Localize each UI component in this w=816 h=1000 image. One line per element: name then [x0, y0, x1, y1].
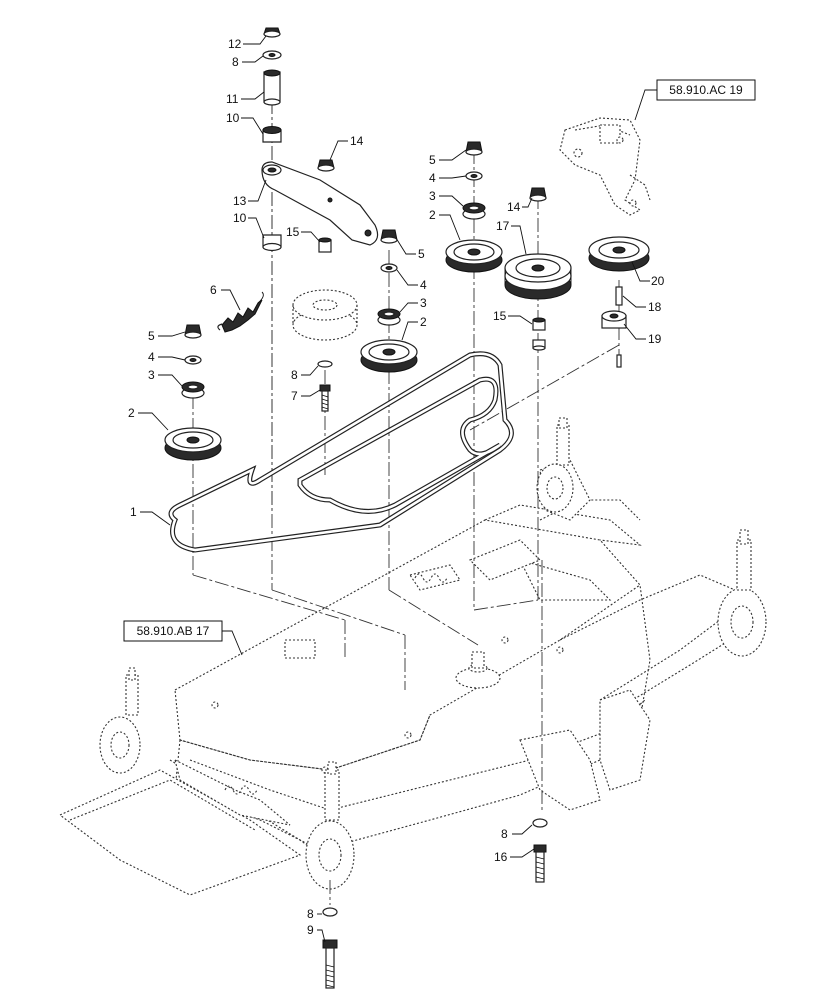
- callout-19: 19: [648, 332, 662, 346]
- svg-text:58.910.AC 19: 58.910.AC 19: [669, 83, 743, 97]
- callout-4: 4: [148, 350, 155, 364]
- callout-12: 12: [228, 37, 242, 51]
- callout-18: 18: [648, 300, 662, 314]
- pulley-2-center: [360, 339, 418, 373]
- reference-box-ac19[interactable]: 58.910.AC 19: [634, 79, 756, 121]
- callout-14: 14: [507, 200, 521, 214]
- callout-labels: 12 8 11 10 14 13 10 15 5 6 5 4 3 2 4 3 2: [128, 35, 665, 943]
- callout-5: 5: [418, 247, 425, 261]
- callout-4: 4: [420, 278, 427, 292]
- callout-17: 17: [496, 219, 510, 233]
- nut-5-center: [380, 229, 398, 244]
- caster-wheel-right: [717, 529, 767, 657]
- callout-3: 3: [429, 189, 436, 203]
- bearing-3-center: [377, 308, 401, 326]
- callout-6: 6: [210, 283, 217, 297]
- callout-5: 5: [429, 153, 436, 167]
- callout-4: 4: [429, 171, 436, 185]
- key-18: [615, 286, 623, 306]
- nut-14-upper: [317, 159, 335, 172]
- callout-20: 20: [651, 274, 665, 288]
- bolt-16: [533, 844, 547, 883]
- spacer-15-left: [318, 237, 332, 253]
- washer-8-top: [262, 50, 282, 60]
- pulley-2-right: [445, 239, 503, 273]
- pulley-20: [588, 236, 650, 272]
- callout-10: 10: [226, 111, 240, 125]
- callout-7: 7: [291, 389, 298, 403]
- bushing-10-top: [262, 126, 282, 143]
- bearing-3-left: [181, 381, 205, 399]
- pulley-17: [504, 253, 572, 300]
- washer-4-center: [380, 263, 398, 273]
- callout-15: 15: [493, 309, 507, 323]
- callout-8: 8: [307, 907, 314, 921]
- washer-4-left: [184, 355, 202, 365]
- callout-9: 9: [307, 923, 314, 937]
- bearing-3-right: [462, 202, 486, 220]
- bolt-9: [322, 939, 338, 989]
- reference-box-ab17[interactable]: 58.910.AB 17: [123, 620, 243, 656]
- callout-10: 10: [233, 211, 247, 225]
- caster-wheel-front: [305, 761, 355, 890]
- callout-2: 2: [420, 315, 427, 329]
- gearbox-assembly: [559, 117, 651, 216]
- callout-8: 8: [232, 55, 239, 69]
- callout-5: 5: [148, 329, 155, 343]
- callout-13: 13: [233, 194, 247, 208]
- callout-8: 8: [501, 827, 508, 841]
- assembly-center-lines: [192, 100, 620, 905]
- pulley-2-left: [164, 427, 222, 461]
- callout-2: 2: [128, 406, 135, 420]
- svg-text:58.910.AB 17: 58.910.AB 17: [137, 624, 210, 638]
- callout-1: 1: [130, 505, 137, 519]
- callout-15: 15: [286, 225, 300, 239]
- callout-14: 14: [350, 134, 364, 148]
- washer-8-lower-right: [532, 818, 548, 828]
- washer-8-lower-left: [322, 907, 338, 917]
- callout-2: 2: [429, 208, 436, 222]
- nut-5-right: [465, 141, 483, 156]
- callout-3: 3: [420, 296, 427, 310]
- mower-deck: [58, 459, 736, 896]
- callout-8: 8: [291, 368, 298, 382]
- spacer-11: [263, 69, 281, 106]
- spacer-15-right: [532, 317, 546, 351]
- caster-wheel-left: [99, 667, 141, 774]
- nut-14-right: [529, 187, 547, 202]
- callout-3: 3: [148, 368, 155, 382]
- washer-8-center: [317, 360, 333, 368]
- callout-11: 11: [226, 92, 239, 106]
- drive-belt: [168, 351, 514, 553]
- nut-12: [263, 27, 281, 38]
- callout-16: 16: [494, 850, 508, 864]
- spring-6: [217, 291, 264, 333]
- idler-arm-13: [261, 161, 379, 246]
- washer-4-right: [465, 171, 483, 181]
- bolt-7: [319, 384, 331, 412]
- nut-5-left: [184, 324, 202, 339]
- hub-19: [601, 310, 627, 368]
- bushing-10-bottom: [262, 234, 282, 252]
- caster-wheel-rear: [536, 417, 574, 513]
- idler-pulley-center: [292, 289, 358, 341]
